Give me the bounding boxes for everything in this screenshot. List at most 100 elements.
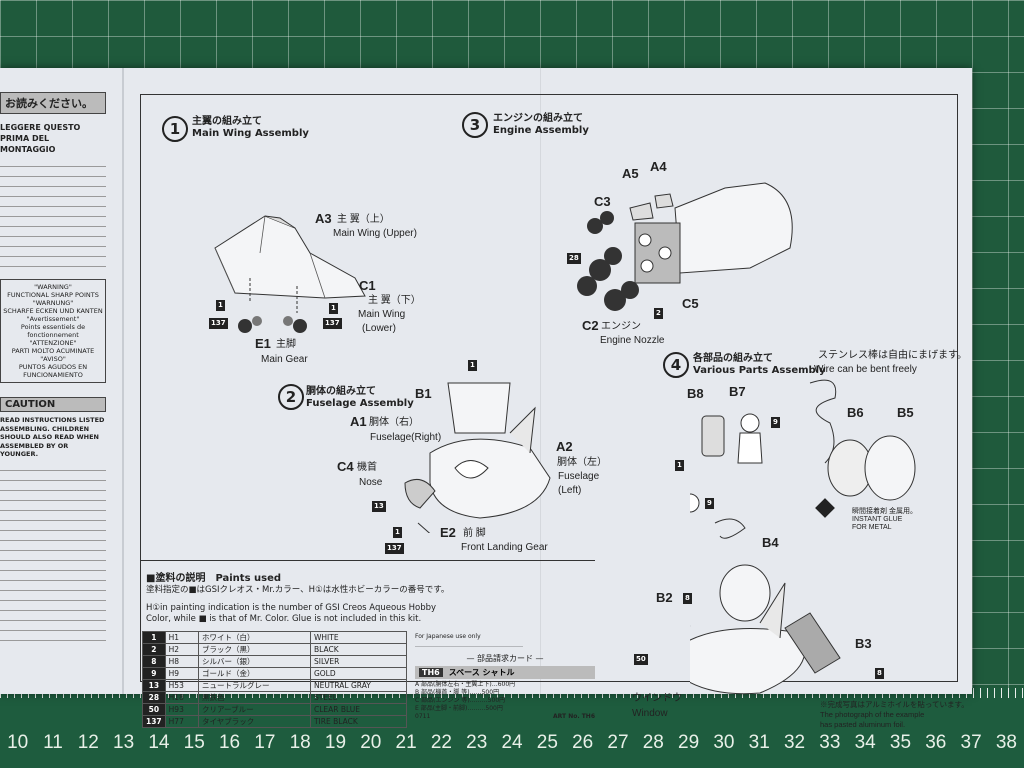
engine-drawing [577,182,793,311]
paint-cell-jp: ニュートラルグレー [198,679,311,692]
label-e2-code: E2 [440,525,456,540]
paints-section: ■塗料の説明 Paints used 塗料指定の■はGSIクレオス・Mr.カラー… [140,560,595,728]
wire-note-en: Wire can be bent freely [814,364,917,375]
paint-cell-jp: シルバー（銀） [198,655,311,668]
card-line: E 部品(主脚・前脚)………500円 [415,705,503,712]
label-e1-en: Main Gear [261,354,308,365]
fold-line-center [540,68,541,694]
label-c5-code: C5 [682,296,699,311]
fuselage-drawing [404,382,551,533]
paint-tag: 9 [771,417,780,428]
paint-cell-jp: ホワイト（白） [198,631,311,644]
ruler-number: 15 [183,732,205,753]
paint-tag: 137 [323,318,342,329]
window-en: Window [632,708,668,719]
label-b2-code: B2 [656,590,673,605]
ruler-number: 16 [218,732,241,753]
paint-cell-n: 8 [142,655,166,668]
paint-cell-h: H2 [164,643,200,656]
ruler-number: 29 [678,732,700,753]
paint-cell-h: H1 [164,631,200,644]
label-e1-jp: 主脚 [276,339,296,350]
paint-tag: 1 [393,527,402,538]
paint-tag: 1 [216,300,225,311]
step-3-number: 3 [462,112,488,138]
label-a5-code: A5 [622,166,639,181]
ruler-number: 32 [783,732,806,753]
label-a2-en2: (Left) [558,485,582,496]
paint-tag: 137 [385,543,404,554]
ruler-number: 27 [607,732,629,753]
label-a4-code: A4 [650,159,667,174]
label-e2-jp: 前 脚 [463,528,486,539]
paint-cell-n: 9 [142,667,166,680]
label-b1-code: B1 [415,386,432,401]
step-4-number: 4 [663,352,689,378]
ruler-number: 30 [713,732,735,753]
ruler-number: 36 [925,732,947,753]
left-title: お読みください。 [0,92,106,114]
ruler-number: 10 [7,732,29,753]
paints-note-en1: H①in painting indication is the number o… [146,603,437,613]
warning-line: "WARNING" [34,283,72,291]
paints-note-en2: Color, while ■ is that of Mr. Color. Glu… [146,614,422,624]
paint-tag: 1 [468,360,477,371]
paint-cell-jp: 黒鉄色 [198,691,311,704]
ruler-number: 20 [360,732,382,753]
paint-cell-en: GOLD [309,667,408,680]
label-e1-code: E1 [255,336,271,351]
small-print [0,159,106,267]
label-c1-jp: 主 翼（下） [368,295,421,306]
ruler-number: 26 [572,732,594,753]
paint-cell-n: 137 [142,715,166,728]
label-a2-code: A2 [556,439,573,454]
left-strip: お読みください。 LEGGERE QUESTO PRIMA DEL MONTAG… [0,92,106,692]
paint-cell-jp: ブラック（黒） [198,643,311,656]
card-line: A 部品(胴体左右・主翼上下)…600円 [415,681,516,688]
label-b6-code: B6 [847,405,864,420]
paint-cell-n: 28 [142,691,166,704]
label-c1-en: Main Wing [358,309,406,320]
paint-cell-h: H9 [164,667,200,680]
label-b4-code: B4 [762,535,779,550]
paint-cell-en: STEEL [309,691,408,704]
label-c2-en: Engine Nozzle [600,335,665,346]
ruler-number: 17 [254,732,276,753]
paint-cell-en: NEUTRAL GRAY [309,679,408,692]
ruler-number: 28 [642,732,664,753]
warning-line: "WARNUNG" [32,299,74,307]
ruler-number: 12 [77,732,99,753]
paint-tag: 9 [705,498,714,509]
label-c1-code: C1 [359,278,376,293]
paint-cell-h: H93 [164,703,200,716]
italian-title: LEGGERE QUESTO PRIMA DEL MONTAGGIO [0,123,81,154]
warning-line: FUNCTIONAL SHARP POINTS [7,291,99,299]
label-a3-en: Main Wing (Upper) [333,228,417,239]
photo-note: ※完成写真はアルミホイルを貼っています。The photograph of th… [820,700,969,729]
card-header: — 部品請求カード — [466,654,544,663]
window-jp: ウインドウ [632,693,682,704]
warning-line: "AVISO" [40,355,66,363]
paint-cell-en: CLEAR BLUE [309,703,408,716]
ruler-number: 11 [43,732,63,753]
paint-tag: 50 [634,654,648,665]
ruler-number: 22 [430,732,452,753]
parts-request-card: For Japanese use only ＿＿＿＿＿＿＿＿＿＿＿＿＿＿＿＿＿＿… [415,633,595,743]
label-a2-jp: 胴体（左） [557,457,607,468]
fold-line [122,68,124,694]
ruler-number: 23 [466,732,488,753]
label-a2-en: Fuselage [558,471,600,482]
label-c2-code: C2 [582,318,599,333]
warning-line: PUNTOS AGUDOS EN [18,363,88,371]
paint-cell-jp: タイヤブラック [198,715,311,728]
